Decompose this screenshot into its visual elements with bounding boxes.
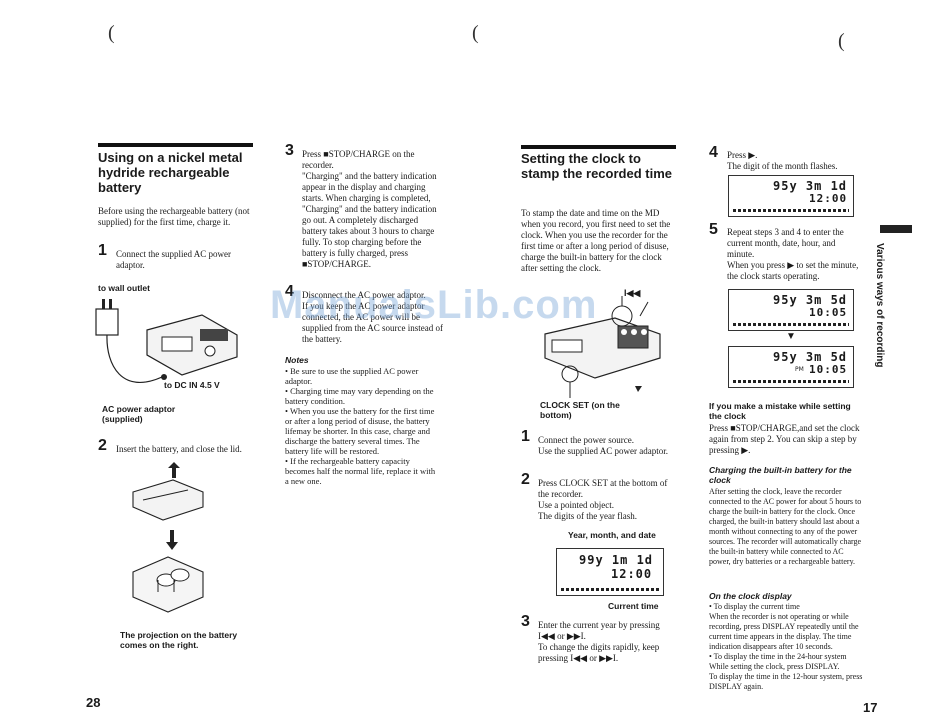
dc-in-label: to DC IN 4.5 V bbox=[164, 380, 220, 390]
left-page-number: 28 bbox=[86, 695, 101, 710]
right-step4-text: Press ▶. The digit of the month flashes. bbox=[727, 150, 838, 171]
battery-illustration bbox=[132, 462, 204, 613]
skip-back-symbol: I◀◀ bbox=[624, 288, 641, 298]
lcd3-level-strip bbox=[733, 323, 849, 326]
charging-title: Charging the built-in battery for the cl… bbox=[709, 465, 852, 485]
right-step5-text: Repeat steps 3 and 4 to enter the curren… bbox=[727, 227, 859, 281]
right-step5-number: 5 bbox=[709, 221, 718, 238]
scan-mark-left: ( bbox=[108, 22, 115, 44]
lcd1-date: 99y 1m 1d bbox=[579, 553, 654, 567]
right-intro-text: To stamp the date and time on the MD whe… bbox=[521, 208, 671, 273]
scan-mark-right: ( bbox=[838, 30, 845, 52]
adaptor-label: AC power adaptor (supplied) bbox=[102, 404, 176, 424]
left-step3-text: Press ■STOP/CHARGE on the recorder. "Cha… bbox=[302, 149, 437, 269]
right-page-title: Setting the clock to stamp the recorded … bbox=[521, 151, 672, 181]
side-tab-text: Various ways of recording bbox=[874, 243, 885, 368]
display-list: • To display the current time When the r… bbox=[709, 602, 867, 692]
note-item: • When you use the battery for the first… bbox=[285, 406, 435, 456]
charging-text: After setting the clock, leave the recor… bbox=[709, 487, 862, 566]
scan-mark-center: ( bbox=[472, 22, 479, 44]
lcd-display-2: 95y 3m 1d 12:00 bbox=[728, 175, 854, 217]
left-intro-text: Before using the rechargeable battery (n… bbox=[98, 206, 250, 227]
left-step2-number: 2 bbox=[98, 437, 107, 454]
right-step2-text: Press CLOCK SET at the bottom of the rec… bbox=[538, 478, 668, 521]
ymd-label: Year, month, and date bbox=[568, 530, 656, 540]
notes-list: • Be sure to use the supplied AC power a… bbox=[285, 366, 440, 486]
notes-title: Notes bbox=[285, 355, 309, 365]
display-item: • To display the current time When the r… bbox=[709, 602, 859, 651]
lcd2-date: 95y 3m 1d bbox=[773, 179, 848, 193]
watermark: ManualsLib.com bbox=[270, 283, 598, 327]
lcd-display-1: 99y 1m 1d 12:00 bbox=[556, 548, 664, 596]
down-arrow-icon: ▼ bbox=[786, 331, 796, 342]
lcd4-level-strip bbox=[733, 380, 849, 383]
display-title: On the clock display bbox=[709, 591, 792, 601]
lcd1-level-strip bbox=[561, 588, 659, 591]
lcd2-time: 12:00 bbox=[809, 192, 848, 205]
lcd-display-4: 95y 3m 5d PM 10:05 bbox=[728, 346, 854, 388]
right-step4-number: 4 bbox=[709, 144, 718, 161]
lcd4-time: 10:05 bbox=[809, 363, 848, 376]
side-tab-marker bbox=[880, 225, 912, 233]
mistake-text: Press ■STOP/CHARGE,and set the clock aga… bbox=[709, 423, 860, 455]
note-item: • If the rechargeable battery capacity b… bbox=[285, 456, 436, 486]
right-step1-number: 1 bbox=[521, 428, 530, 445]
note-item: • Charging time may vary depending on th… bbox=[285, 386, 434, 406]
left-step4-text: Disconnect the AC power adaptor. If you … bbox=[302, 290, 443, 344]
recorder-illustration bbox=[544, 296, 661, 398]
right-step2-number: 2 bbox=[521, 471, 530, 488]
left-step1-text: Connect the supplied AC power adaptor. bbox=[116, 249, 231, 270]
display-item: • To display the time in the 24-hour sys… bbox=[709, 652, 863, 691]
lcd3-time: 10:05 bbox=[809, 306, 848, 319]
left-step3-number: 3 bbox=[285, 142, 294, 159]
right-step3-number: 3 bbox=[521, 613, 530, 630]
mistake-title: If you make a mistake while setting the … bbox=[709, 401, 851, 421]
adaptor-illustration bbox=[95, 299, 238, 383]
clock-set-label: CLOCK SET (on the bottom) bbox=[540, 400, 620, 420]
right-step3-text: Enter the current year by pressing I◀◀ o… bbox=[538, 620, 660, 663]
left-page-title: Using on a nickel metal hydride recharge… bbox=[98, 150, 243, 195]
wall-outlet-label: to wall outlet bbox=[98, 283, 150, 293]
left-title-rule bbox=[98, 143, 253, 147]
lcd4-pm: PM bbox=[795, 366, 804, 373]
projection-label: The projection on the battery comes on t… bbox=[120, 630, 238, 650]
lcd1-time: 12:00 bbox=[611, 567, 653, 581]
right-page-number: 17 bbox=[863, 700, 878, 715]
right-step1-text: Connect the power source. Use the suppli… bbox=[538, 435, 668, 456]
current-time-label: Current time bbox=[608, 601, 659, 611]
note-item: • Be sure to use the supplied AC power a… bbox=[285, 366, 419, 386]
lcd-display-3: 95y 3m 5d 10:05 bbox=[728, 289, 854, 331]
lcd2-level-strip bbox=[733, 209, 849, 212]
lcd3-date: 95y 3m 5d bbox=[773, 293, 848, 307]
right-title-rule bbox=[521, 145, 676, 149]
left-step4-number: 4 bbox=[285, 283, 294, 300]
lcd4-date: 95y 3m 5d bbox=[773, 350, 848, 364]
left-step2-text: Insert the battery, and close the lid. bbox=[116, 444, 242, 454]
left-step1-number: 1 bbox=[98, 242, 107, 259]
